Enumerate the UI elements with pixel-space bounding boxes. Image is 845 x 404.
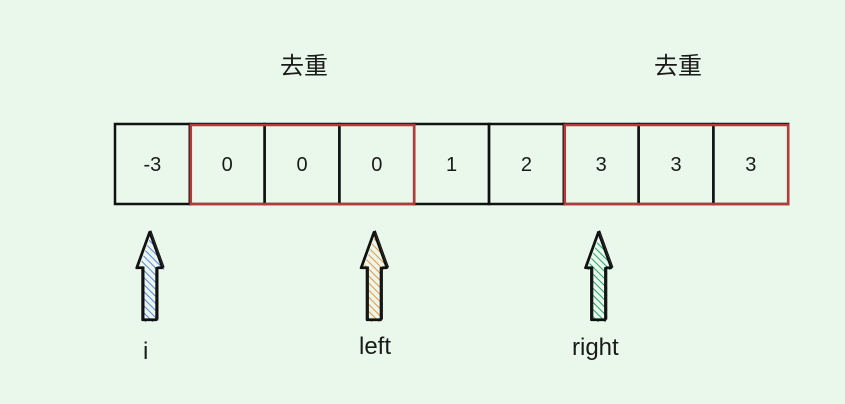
array-cell-value: -3 [144, 154, 162, 176]
array-cell-value: 3 [745, 154, 756, 176]
array-cell-value: 0 [222, 154, 233, 176]
pointer-label-right: right [572, 334, 619, 361]
array-cell-value: 0 [296, 154, 307, 176]
arrow-outline [359, 230, 388, 322]
pointer-label-left: left [359, 333, 392, 360]
arrow-sketch-stroke [586, 230, 614, 320]
dedup-group-outline [189, 123, 416, 206]
dedup-label-left: 去重 [280, 53, 328, 80]
arrow-outline [135, 230, 164, 322]
arrow-sketch-stroke [137, 230, 165, 320]
array-cell-value: 0 [371, 154, 382, 176]
array-cell-value: 3 [596, 154, 607, 176]
pointer-label-i: i [143, 338, 149, 365]
pointer-arrow-i [135, 230, 165, 322]
pointer-arrow-left [359, 230, 389, 322]
dedup-label-right: 去重 [654, 53, 702, 80]
pointer-arrow-right [584, 230, 614, 322]
arrow-outline [584, 230, 613, 322]
arrow-sketch-stroke [361, 230, 389, 320]
array-cell-value: 1 [446, 154, 457, 176]
dedup-group-outline [563, 123, 790, 206]
array-cell-value: 3 [670, 154, 681, 176]
array-cell-value: 2 [521, 154, 532, 176]
